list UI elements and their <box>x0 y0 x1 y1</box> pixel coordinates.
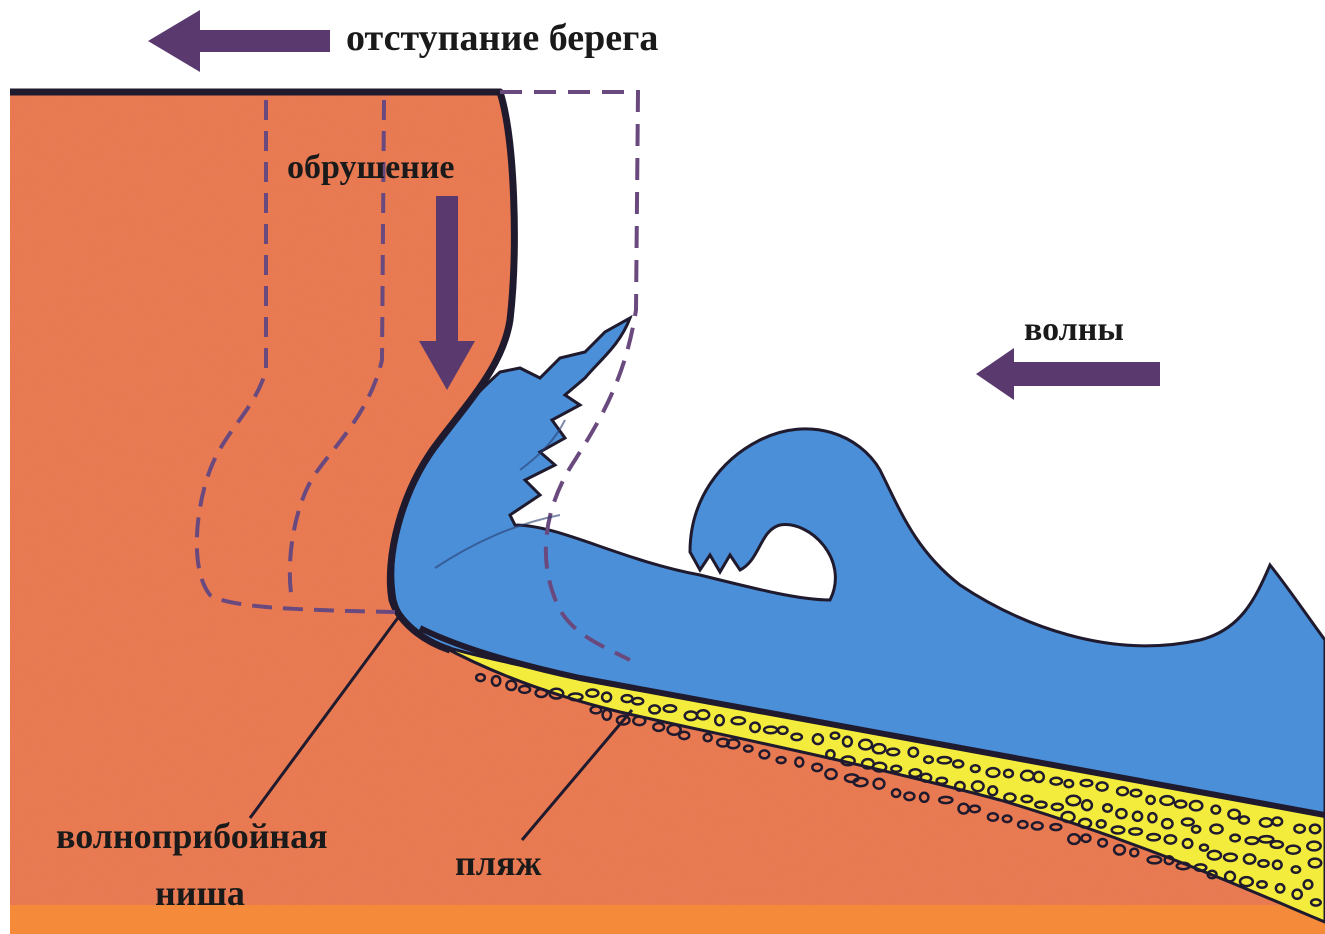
notch-label-line2: ниша <box>155 873 245 913</box>
waves-label: волны <box>1024 311 1124 348</box>
beach-label: пляж <box>455 843 542 883</box>
collapse-label: обрушение <box>287 149 455 186</box>
arrow-left-icon <box>148 10 330 72</box>
arrow-left-icon <box>976 348 1160 400</box>
retreat-label: отступание берега <box>346 17 658 59</box>
notch-label-line1: волноприбойная <box>56 816 328 856</box>
